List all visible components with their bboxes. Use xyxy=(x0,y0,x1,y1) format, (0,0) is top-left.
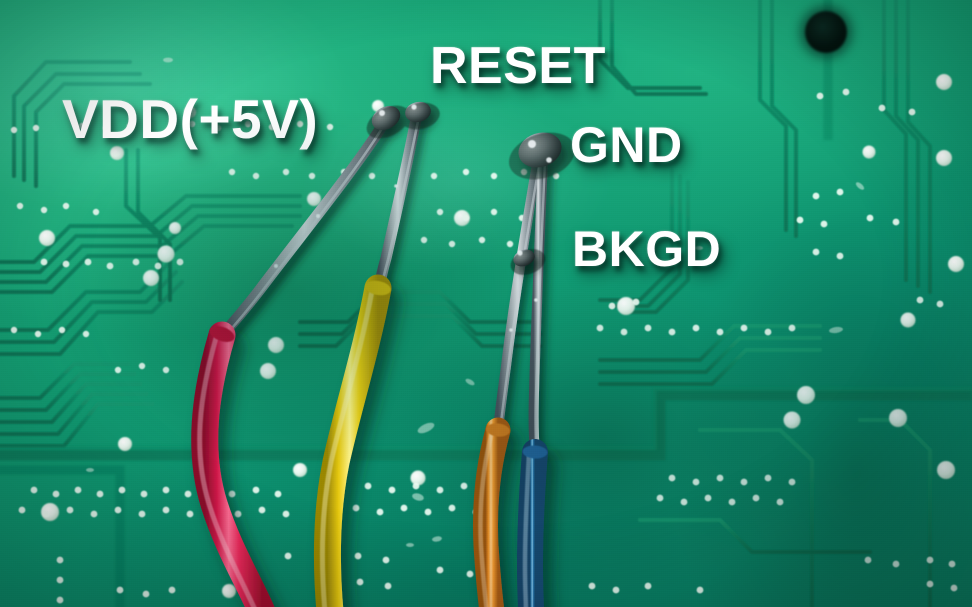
wire-vdd xyxy=(191,321,275,607)
wire-lead-vdd xyxy=(217,114,392,340)
wire-bkgd xyxy=(516,439,548,607)
wire-gnd xyxy=(473,417,511,607)
wire-lead-bkgd xyxy=(528,153,548,457)
label-bkgd: BKGD xyxy=(572,224,721,274)
wire-reset xyxy=(314,274,392,607)
label-reset: RESET xyxy=(430,40,606,92)
mounting-hole xyxy=(805,11,847,53)
label-vdd: VDD(+5V) xyxy=(62,92,318,147)
wire-lead-gnd xyxy=(493,153,543,435)
label-gnd: GND xyxy=(570,120,683,170)
